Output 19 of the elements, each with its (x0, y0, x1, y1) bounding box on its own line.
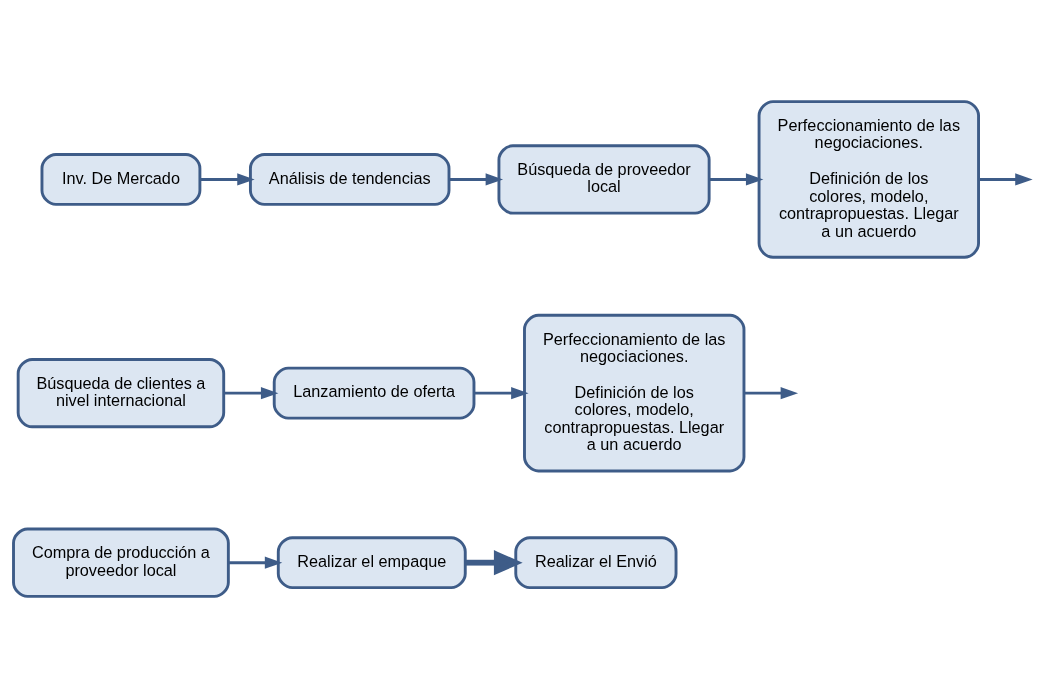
arrow (449, 173, 504, 186)
arrow (978, 173, 1033, 186)
node-box: Perfeccionamiento de las negociaciones. Definición de los colores, modelo, contrapropuestas. Llegar a un acuerdo (523, 313, 746, 473)
arrow (223, 387, 279, 400)
node-box: Lanzamiento de oferta (272, 366, 476, 420)
arrow (465, 550, 523, 576)
arrow (709, 173, 764, 186)
node-box: Perfeccionamiento de las negociaciones. Definición de los colores, modelo, contrapropuestas. Llegar a un acuerdo (757, 100, 980, 259)
node-box: Inv. De Mercado (40, 153, 202, 206)
arrow (744, 387, 799, 400)
node-box: Realizar el empaque (276, 536, 467, 590)
node-box: Búsqueda de clientes a nivel internacional (16, 358, 226, 429)
arrow (228, 556, 283, 569)
node-box: Compra de producción a proveedor local (12, 527, 230, 598)
node-box: Análisis de tendencias (248, 153, 451, 206)
node-box: Búsqueda de proveedor local (497, 144, 711, 215)
arrow (474, 387, 529, 400)
node-box: Realizar el Envió (514, 536, 678, 590)
arrow (200, 173, 255, 186)
